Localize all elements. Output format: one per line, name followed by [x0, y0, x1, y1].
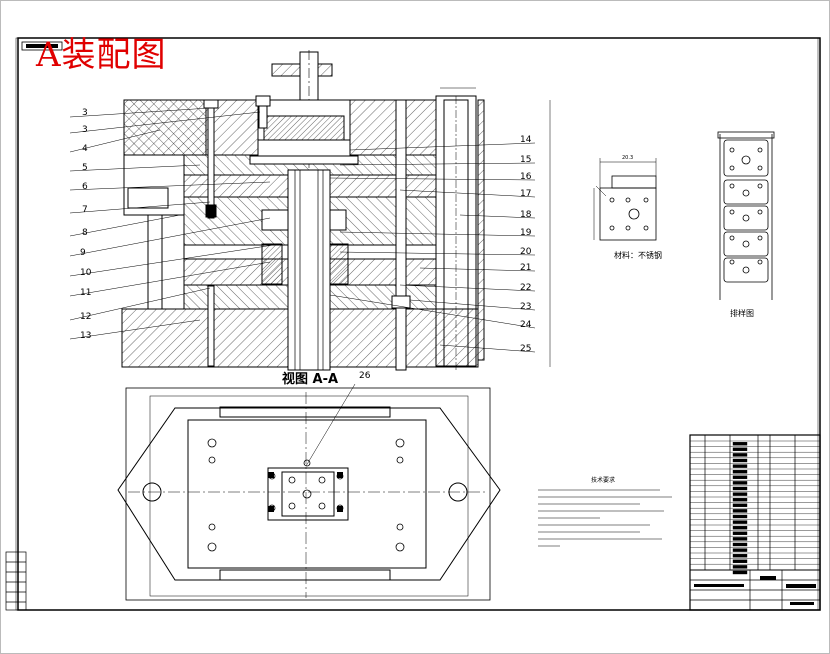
bom-cell-text	[732, 481, 748, 485]
bom-cell-text	[732, 520, 748, 524]
callout-label: 7	[82, 205, 88, 215]
callout-label: 22	[520, 283, 531, 293]
tech-req-lines	[538, 489, 672, 547]
bom-cell-text	[732, 570, 748, 575]
callout-label: 14	[520, 135, 532, 145]
callout-label: 11	[80, 288, 91, 298]
material-label: 材料：不锈钢	[614, 250, 662, 260]
plan-view-holes	[207, 438, 405, 552]
callout-label: 19	[520, 228, 532, 238]
bom-cell-text	[732, 514, 748, 519]
bom-cell-text	[732, 492, 748, 496]
part-detail	[593, 158, 657, 241]
callout-label-26: 26	[359, 371, 371, 381]
left-callout-labels: 3 3 4 5 6 7 8 9 10 11 12 13	[80, 108, 92, 341]
bom-rows	[690, 440, 820, 575]
callout-label: 25	[520, 344, 531, 354]
revision-strip	[5, 551, 27, 611]
callout-label: 3	[82, 125, 88, 135]
bom-cell-text	[732, 559, 748, 563]
drawing-number-box	[21, 41, 63, 51]
bom-cell-text	[732, 486, 748, 491]
callout-label: 13	[80, 331, 91, 341]
callout-label: 23	[520, 302, 531, 312]
title-block	[689, 434, 821, 611]
callout-label: 20	[520, 247, 532, 257]
bom-cell-text	[732, 526, 748, 530]
callout-label: 6	[82, 182, 88, 192]
right-callout-labels: 14 15 16 17 18 19 20 21 22 23 24 25	[520, 135, 532, 354]
bom-cell-text	[732, 442, 748, 446]
callout-label: 17	[520, 189, 531, 199]
drawing-title: A装配图	[36, 35, 167, 75]
bom-cell-text	[732, 464, 748, 468]
callout-label: 18	[520, 210, 532, 220]
bom-cell-text	[732, 565, 748, 569]
bom-cell-text	[732, 537, 748, 541]
bom-cell-text	[732, 548, 748, 552]
plan-view	[117, 383, 501, 601]
callout-label: 12	[80, 312, 91, 322]
bom-cell-text	[732, 475, 748, 479]
callout-label: 21	[520, 263, 531, 273]
bom-cell-text	[732, 531, 748, 535]
callout-label: 3	[82, 108, 88, 118]
callout-label: 10	[80, 268, 92, 278]
bom-cell-text	[732, 453, 748, 457]
title-block-marks	[694, 576, 816, 605]
bom-cell-text	[732, 447, 748, 451]
bom-cell-text	[732, 470, 748, 474]
callout-label: 24	[520, 320, 532, 330]
bom-cell-text	[732, 503, 748, 507]
callout-label: 9	[80, 248, 86, 258]
callout-label: 4	[82, 144, 88, 154]
layout-label: 排样图	[730, 308, 754, 318]
bom-cell-text	[732, 554, 748, 558]
dimension-text: 20.3	[622, 155, 633, 161]
strip-layout	[717, 131, 775, 300]
plan-view-marks	[268, 472, 343, 512]
callout-label: 5	[82, 163, 88, 173]
left-leaders	[69, 107, 281, 340]
right-leaders	[329, 142, 536, 353]
view-label: 视图 A-A	[282, 371, 338, 387]
bom-cell-text	[732, 542, 748, 547]
bom-cell-text	[732, 509, 748, 513]
bom-cell-text	[732, 458, 748, 463]
bom-cell-text	[732, 498, 748, 502]
tech-req-title: 技术要求	[591, 476, 615, 484]
callout-label: 8	[82, 228, 88, 238]
callout-label: 15	[520, 155, 531, 165]
callout-label: 16	[520, 172, 532, 182]
